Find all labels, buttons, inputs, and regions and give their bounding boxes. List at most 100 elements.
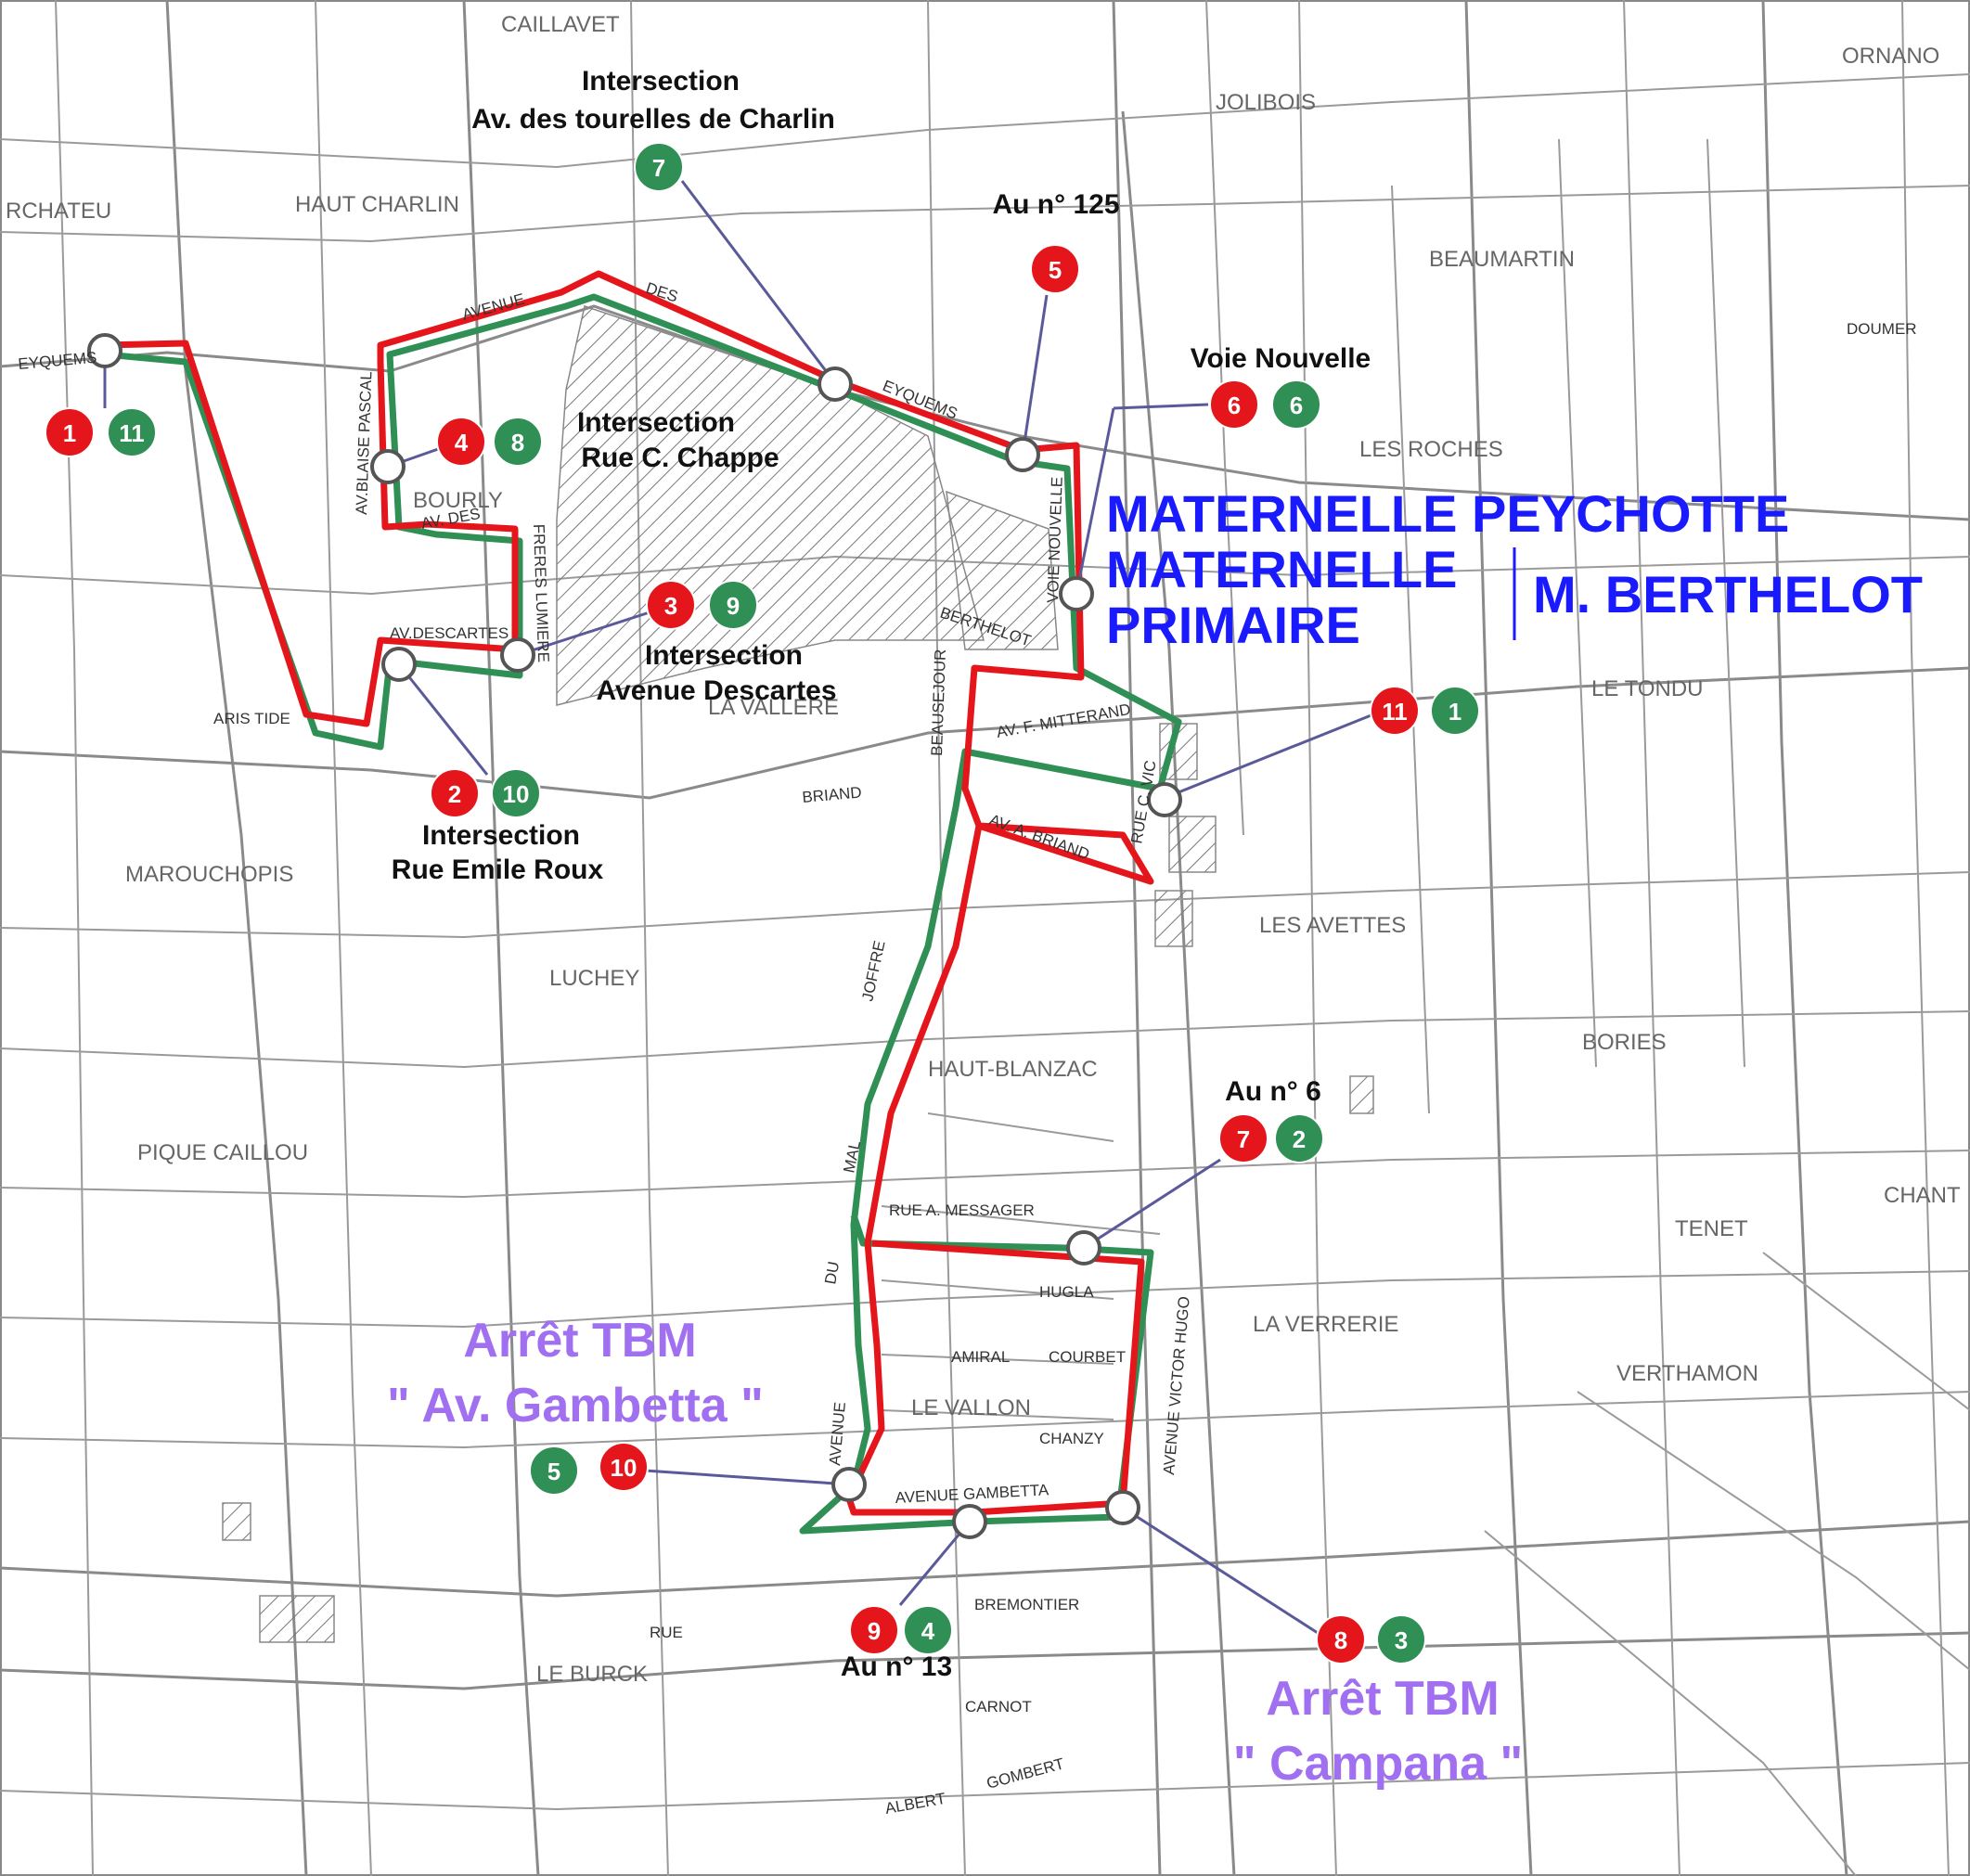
district-haut-charlin: HAUT CHARLIN bbox=[295, 192, 459, 217]
callout-emile-roux-2: Rue Emile Roux bbox=[392, 854, 604, 885]
district-le-burck: LE BURCK bbox=[536, 1662, 648, 1687]
badge-number: 11 bbox=[1382, 698, 1408, 726]
street-voie-nouvelle: VOIE NOUVELLE bbox=[1044, 476, 1066, 603]
stop-gambetta-name: " Av. Gambetta " bbox=[387, 1379, 764, 1433]
badge-number: 2 bbox=[1293, 1125, 1306, 1153]
district-haut-blanzac: HAUT-BLANZAC bbox=[928, 1057, 1098, 1082]
badge-number: 5 bbox=[1049, 256, 1062, 284]
route-nodes bbox=[87, 333, 1182, 1539]
badge-circle bbox=[493, 417, 543, 467]
badge-green-5: 5 bbox=[529, 1446, 579, 1496]
badge-circle bbox=[1370, 686, 1420, 736]
callout-tourelles-1: Intersection bbox=[582, 66, 740, 96]
street-rue: RUE bbox=[650, 1624, 683, 1641]
callout-chappe-1: Intersection bbox=[577, 407, 735, 438]
badge-number: 4 bbox=[455, 429, 469, 456]
district-jolibois: JOLIBOIS bbox=[1216, 90, 1316, 115]
callout-au-n13: Au n° 13 bbox=[841, 1651, 952, 1682]
district-chant: CHANT bbox=[1884, 1183, 1961, 1208]
badge-number: 10 bbox=[611, 1454, 637, 1482]
badge-number: 5 bbox=[547, 1458, 560, 1485]
badge-circle bbox=[903, 1605, 953, 1655]
school-maternelle-peychotte: MATERNELLE PEYCHOTTE bbox=[1106, 484, 1789, 543]
stop-campana-name: " Campana " bbox=[1233, 1737, 1523, 1791]
callout-au-n6: Au n° 6 bbox=[1225, 1076, 1321, 1107]
node-9 bbox=[952, 1504, 987, 1539]
badge-number: 3 bbox=[664, 592, 677, 620]
badge-red-11: 11 bbox=[1370, 686, 1420, 736]
street-aristide: ARIS TIDE bbox=[213, 710, 290, 727]
district-bourly: BOURLY bbox=[413, 488, 503, 513]
district-bories: BORIES bbox=[1582, 1030, 1667, 1055]
district-caillavet: CAILLAVET bbox=[501, 12, 620, 37]
badge-circle bbox=[107, 407, 157, 457]
route-red-path bbox=[104, 270, 1154, 1516]
street-carnot: CARNOT bbox=[965, 1698, 1032, 1715]
district-les-avettes: LES AVETTES bbox=[1259, 913, 1406, 938]
badge-green-10: 10 bbox=[491, 768, 541, 818]
badge-circle bbox=[646, 580, 696, 630]
badge-circle bbox=[1271, 379, 1321, 430]
badge-red-6: 6 bbox=[1209, 379, 1259, 430]
street-hugla: HUGLA bbox=[1039, 1283, 1094, 1301]
node-2 bbox=[381, 647, 417, 682]
route-green-path bbox=[104, 293, 1182, 1535]
badge-number: 8 bbox=[1334, 1626, 1347, 1654]
district-rchateu: RCHATEU bbox=[6, 199, 111, 224]
badge-green-1: 1 bbox=[1430, 686, 1480, 736]
callout-tourelles-2: Av. des tourelles de Charlin bbox=[471, 104, 835, 135]
stop-gambetta-title: Arrêt TBM bbox=[463, 1314, 696, 1368]
badge-red-1: 1 bbox=[45, 407, 95, 457]
badge-green-4: 4 bbox=[903, 1605, 953, 1655]
street-chanzy: CHANZY bbox=[1039, 1430, 1104, 1447]
badge-green-8: 8 bbox=[493, 417, 543, 467]
badge-red-3: 3 bbox=[646, 580, 696, 630]
node-10 bbox=[831, 1467, 867, 1502]
badge-green-7: 7 bbox=[634, 142, 684, 192]
tbm-stops: Arrêt TBM " Av. Gambetta " Arrêt TBM " C… bbox=[387, 1314, 1523, 1791]
badge-red-5: 5 bbox=[1030, 244, 1080, 294]
street-amiral: AMIRAL bbox=[951, 1348, 1010, 1366]
badge-red-8: 8 bbox=[1316, 1614, 1366, 1664]
school-maternelle: MATERNELLE bbox=[1106, 540, 1458, 598]
badge-number: 9 bbox=[727, 592, 740, 620]
badge-circle bbox=[436, 417, 486, 467]
school-labels: MATERNELLE PEYCHOTTE MATERNELLE PRIMAIRE… bbox=[1106, 484, 1923, 654]
badge-circle bbox=[1316, 1614, 1366, 1664]
badge-circle bbox=[1274, 1113, 1324, 1163]
badge-circle bbox=[1376, 1614, 1426, 1664]
school-primaire: PRIMAIRE bbox=[1106, 596, 1360, 654]
badge-number: 6 bbox=[1228, 392, 1241, 419]
street-beausejour: BEAUSEJOUR bbox=[928, 649, 949, 756]
badge-circle bbox=[708, 580, 758, 630]
badge-red-4: 4 bbox=[436, 417, 486, 467]
badge-number: 10 bbox=[503, 780, 530, 808]
callout-descartes-2: Avenue Descartes bbox=[596, 675, 836, 706]
badge-circle bbox=[849, 1605, 899, 1655]
district-luchey: LUCHEY bbox=[549, 966, 639, 991]
badge-circle bbox=[491, 768, 541, 818]
node-3 bbox=[500, 637, 535, 673]
district-les-roches: LES ROCHES bbox=[1359, 437, 1503, 462]
street-bremontier: BREMONTIER bbox=[974, 1596, 1079, 1613]
badge-green-3: 3 bbox=[1376, 1614, 1426, 1664]
district-la-vallere: LA VALLERE bbox=[708, 695, 839, 720]
badge-circle bbox=[1218, 1113, 1268, 1163]
badge-number: 2 bbox=[448, 780, 461, 808]
district-le-tondu: LE TONDU bbox=[1591, 676, 1703, 701]
callout-chappe-2: Rue C. Chappe bbox=[581, 443, 779, 473]
stop-campana-title: Arrêt TBM bbox=[1266, 1672, 1499, 1726]
district-ornano: ORNANO bbox=[1842, 44, 1939, 69]
badge-circle bbox=[1030, 244, 1080, 294]
node-1 bbox=[87, 333, 122, 368]
callout-voie-nouvelle: Voie Nouvelle bbox=[1191, 343, 1371, 374]
badge-circle bbox=[529, 1446, 579, 1496]
callout-emile-roux-1: Intersection bbox=[422, 820, 580, 851]
badge-circle bbox=[1209, 379, 1259, 430]
badge-red-10: 10 bbox=[599, 1442, 649, 1492]
badge-circle bbox=[45, 407, 95, 457]
badge-green-11: 11 bbox=[107, 407, 157, 457]
badge-number: 3 bbox=[1395, 1626, 1408, 1654]
